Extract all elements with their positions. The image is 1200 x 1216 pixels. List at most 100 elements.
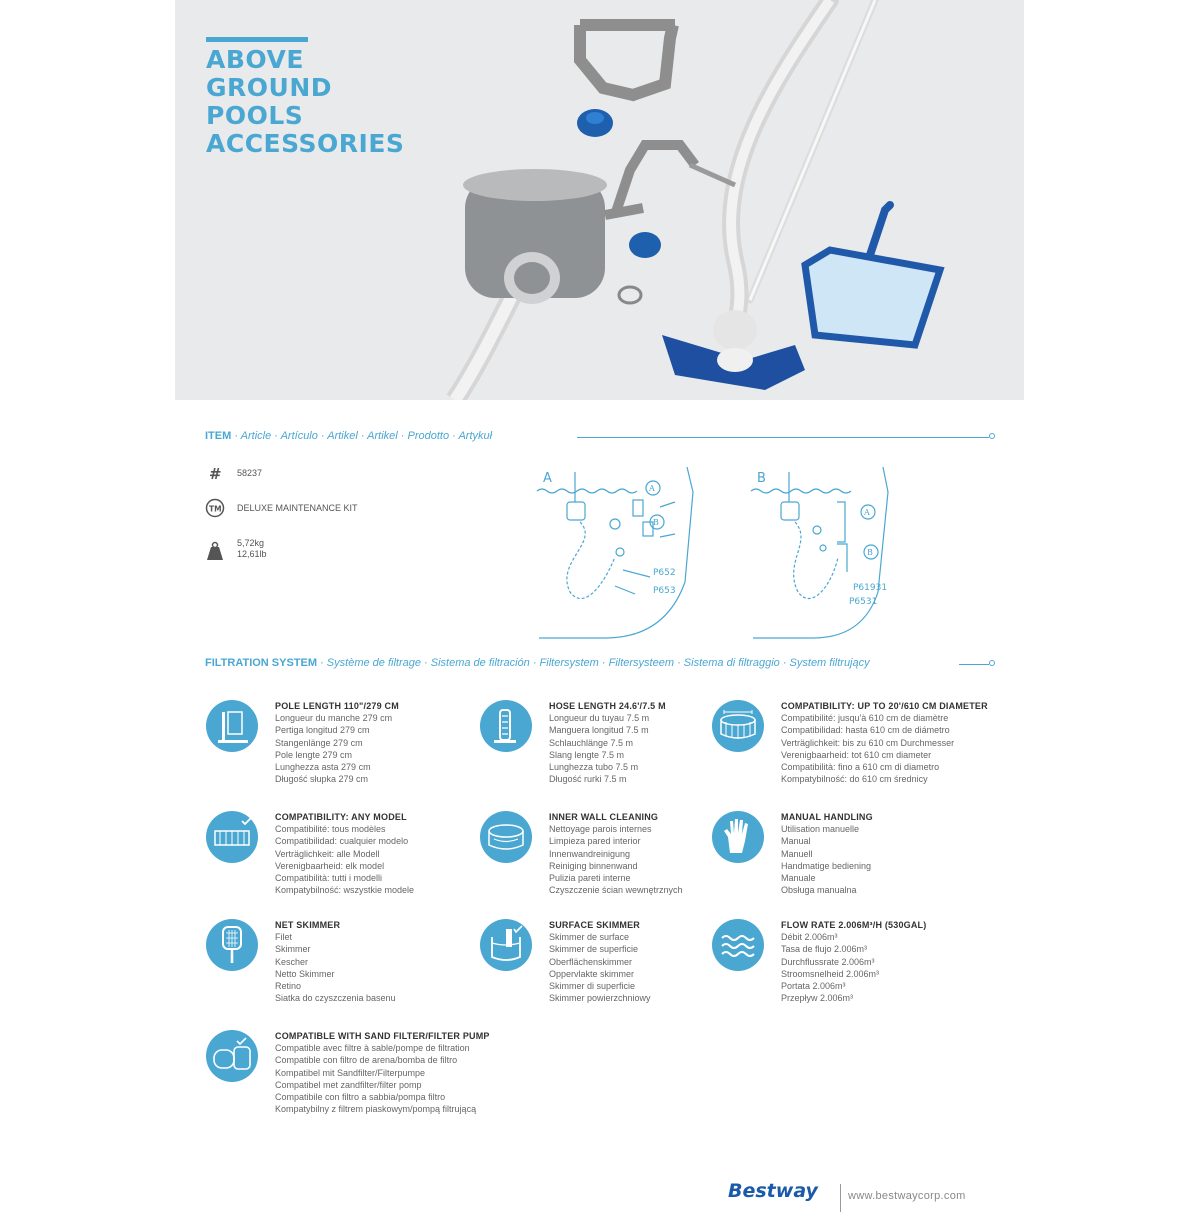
feature-line: Compatibilidad: cualquier modelo [275,836,409,847]
spec-sheet: ABOVE GROUND POOLS ACCESSORIES [175,0,1024,1212]
feature-flow-rate: FLOW RATE 2.006M³/H (530GAL) Débit 2.006… [712,919,952,1019]
feature-line: Verträglichkeit: bis zu 610 cm Durchmess… [781,737,955,748]
feature-hose-length: HOSE LENGTH 24.6'/7.5 M Longueur du tuya… [480,700,720,800]
diagram-b-part-1: P61931 [853,583,887,593]
brand-logo[interactable]: Bestway [728,1180,818,1202]
footer-divider [840,1184,841,1212]
item-section-label: ITEM [205,430,232,442]
wall-cleaning-icon [480,811,532,863]
feature-line: Skimmer di superficie [549,981,636,992]
divider [577,437,989,438]
feature-line: Skimmer [275,944,311,955]
feature-line: Manguera longitud 7.5 m [549,725,649,736]
title-line: POOLS [206,101,304,130]
feature-text: POLE LENGTH 110"/279 CM Longueur du manc… [275,700,399,785]
feature-text: INNER WALL CLEANING Nettoyage parois int… [549,811,683,896]
feature-line: Longueur du manche 279 cm [275,713,393,724]
feature-line: Netto Skimmer [275,968,335,979]
item-section-header: ITEM · Article · Artículo · Artikel · Ar… [205,430,995,446]
website-link[interactable]: www.bestwaycorp.com [848,1190,966,1202]
feature-line: Durchflussrate 2.006m³ [781,956,875,967]
feature-line: Tasa de flujo 2.006m³ [781,944,868,955]
feature-line: Lunghezza tubo 7.5 m [549,762,639,773]
diagram-a-part-2: P653 [653,586,676,596]
feature-heading: COMPATIBLE WITH SAND FILTER/FILTER PUMP [275,1031,490,1041]
diagram-b: B A B P61931 P6531 [750,466,889,639]
feature-line: Handmatige bediening [781,860,872,871]
feature-any-model: COMPATIBILITY: ANY MODEL Compatibilité: … [206,811,446,911]
feature-line: Oberflächenskimmer [549,956,633,967]
feature-line: Skimmer powierzchniowy [549,993,651,1004]
feature-heading: INNER WALL CLEANING [549,812,659,822]
page-title: ABOVE GROUND POOLS ACCESSORIES [206,46,404,158]
feature-line: Limpieza pared interior [549,836,641,847]
pole-icon [206,700,258,752]
feature-heading: POLE LENGTH 110"/279 CM [275,701,399,711]
surface-skimmer-icon [480,919,532,971]
feature-surface-skimmer: SURFACE SKIMMER Skimmer de surface Skimm… [480,919,720,1019]
feature-text: COMPATIBILITY: ANY MODEL Compatibilité: … [275,811,414,896]
feature-line: Pertiga longitud 279 cm [275,725,370,736]
installation-diagrams: A A B P652 P653 B [536,466,889,639]
feature-line: Débit 2.006m³ [781,932,838,943]
diagram-a-callout-a: A [648,484,655,493]
feature-line: Kompatibel mit Sandfilter/Filterpumpe [275,1067,426,1078]
divider-end-dot [989,433,995,439]
feature-line: Długość słupka 279 cm [275,774,369,785]
feature-text: NET SKIMMER Filet Skimmer Kescher Netto … [275,919,396,1004]
feature-line: Verträglichkeit: alle Modell [275,848,380,859]
feature-line: Lunghezza asta 279 cm [275,762,371,773]
feature-pole-length: POLE LENGTH 110"/279 CM Longueur du manc… [206,700,446,800]
feature-heading: NET SKIMMER [275,920,341,930]
feature-line: Compatibilité: jusqu'à 610 cm de diamètr… [781,713,949,724]
feature-line: Utilisation manuelle [781,824,860,835]
feature-line: Compatibilidad: hasta 610 cm de diámetro [781,725,950,736]
feature-line: Portata 2.006m³ [781,981,846,992]
diagram-a-letter: A [543,471,552,486]
feature-net-skimmer: NET SKIMMER Filet Skimmer Kescher Netto … [206,919,446,1019]
weight-icon [205,541,225,561]
item-code: 58237 [237,468,263,478]
feature-line: Compatibilità: tutti i modelli [275,873,383,884]
feature-line: Pulizia pareti interne [549,873,631,884]
divider-end-dot [989,660,995,666]
flow-icon [712,919,764,971]
product-illustration [446,0,945,400]
feature-line: Nettoyage parois internes [549,824,652,835]
filtration-section-header: FILTRATION SYSTEM · Système de filtrage … [205,657,995,673]
feature-line: Przepływ 2.006m³ [781,993,854,1004]
feature-line: Compatibel met zandfilter/filter pomp [275,1079,422,1090]
feature-line: Kompatybilność: do 610 cm średnicy [781,774,928,785]
hero-banner: ABOVE GROUND POOLS ACCESSORIES [175,0,1024,400]
diagram-b-callout-b: B [867,548,873,557]
weight-lb: 12,61lb [237,549,267,559]
feature-line: Kompatybilny z filtrem piaskowym/pompą f… [275,1104,477,1115]
feature-line: Compatibilità: fino a 610 cm di diametro [781,762,940,773]
hose-icon [480,700,532,752]
hash-icon: # [205,464,225,484]
feature-pool-size: COMPATIBILITY: UP TO 20'/610 CM DIAMETER… [712,700,988,800]
feature-line: Slang lengte 7.5 m [549,749,625,760]
svg-text:TM: TM [209,505,222,514]
feature-line: Verenigbaarheid: tot 610 cm diameter [781,749,932,760]
feature-heading: HOSE LENGTH 24.6'/7.5 M [549,701,666,711]
item-name: DELUXE MAINTENANCE KIT [237,503,358,513]
feature-text: SURFACE SKIMMER Skimmer de surface Skimm… [549,919,651,1004]
feature-line: Siatka do czyszczenia basenu [275,993,396,1004]
pool-size-icon [712,700,764,752]
weight-kg: 5,72kg [237,538,265,548]
trademark-icon: TM [205,498,225,518]
feature-line: Compatible con filtro de arena/bomba de … [275,1055,458,1066]
feature-line: Skimmer de superficie [549,944,639,955]
feature-text: HOSE LENGTH 24.6'/7.5 M Longueur du tuya… [549,700,666,785]
feature-heading: COMPATIBILITY: ANY MODEL [275,812,407,822]
feature-line: Stangenlänge 279 cm [275,737,363,748]
feature-line: Manuell [781,848,813,859]
diagram-a: A A B P652 P653 [536,466,694,639]
feature-line: Compatibile con filtro a sabbia/pompa fi… [275,1092,446,1103]
feature-line: Pole lengte 279 cm [275,749,353,760]
feature-heading: COMPATIBILITY: UP TO 20'/610 CM DIAMETER [781,701,988,711]
diagram-b-letter: B [757,471,766,486]
feature-wall-cleaning: INNER WALL CLEANING Nettoyage parois int… [480,811,720,911]
feature-text: COMPATIBLE WITH SAND FILTER/FILTER PUMP … [275,1030,490,1115]
